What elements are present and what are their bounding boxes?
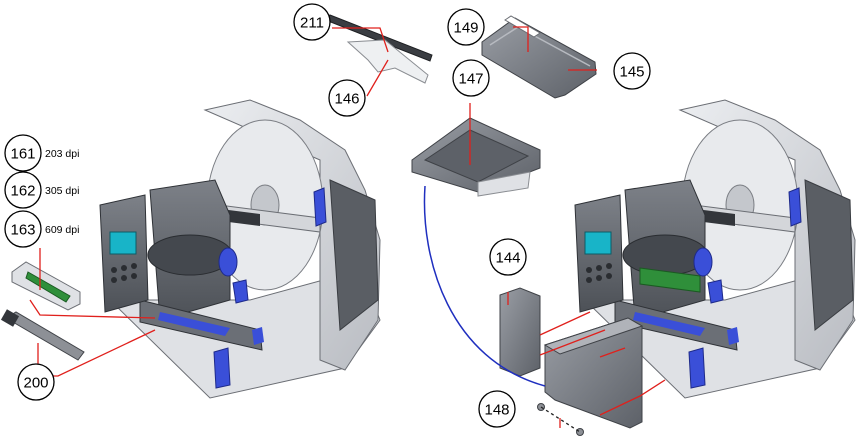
part-146-bracket [346,39,429,84]
printer-right [574,99,856,399]
svg-text:162: 162 [10,183,35,200]
svg-text:163: 163 [10,222,35,239]
svg-text:145: 145 [619,64,644,81]
resolution-note-161: 203 dpi [45,148,79,160]
callout-146: 146 [328,79,366,117]
svg-text:146: 146 [334,91,359,108]
screw-right [576,428,584,436]
callout-149: 149 [447,8,485,46]
callout-211: 211 [293,3,331,41]
part-200-platen-roller [5,311,85,361]
svg-text:211: 211 [300,15,324,32]
part-145-cover [481,17,597,99]
svg-text:147: 147 [458,71,483,88]
svg-text:148: 148 [484,402,509,419]
part-144-panel [499,287,541,377]
svg-text:161: 161 [10,146,35,163]
callout-147: 147 [452,59,490,97]
callout-148: 148 [478,390,516,428]
assembly-flow-line [423,185,546,387]
resolution-note-163: 609 dpi [45,224,79,236]
callout-145: 145 [613,52,651,90]
callout-144: 144 [489,238,527,276]
printer-left [99,99,381,399]
svg-text:144: 144 [495,250,520,267]
svg-text:200: 200 [23,375,48,392]
callout-200: 200 [17,363,55,401]
svg-text:149: 149 [453,20,478,37]
callout-163: 163 [4,210,42,248]
resolution-note-162: 305 dpi [45,185,79,197]
callout-162: 162 [4,171,42,209]
callout-161: 161 [4,134,42,172]
